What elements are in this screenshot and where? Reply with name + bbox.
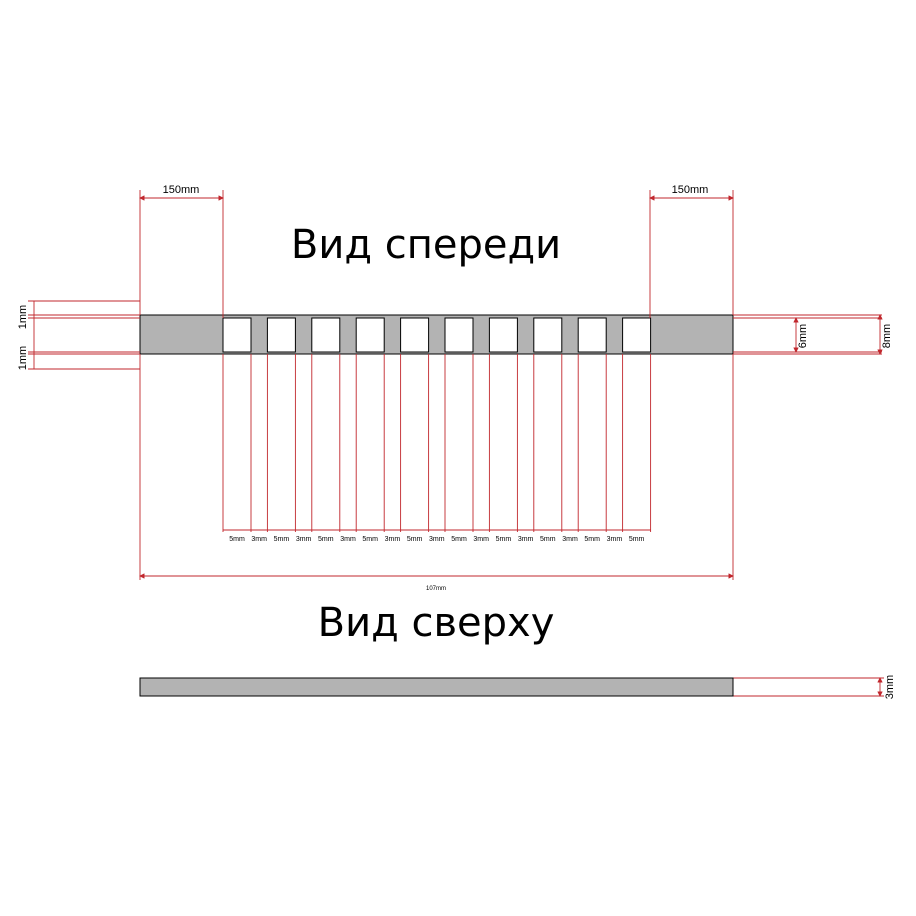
- segment-label: 5mm: [229, 536, 245, 543]
- segment-label: 3mm: [429, 536, 445, 543]
- front-view-part: [139, 314, 734, 355]
- right-margin-label: 150mm: [672, 184, 709, 196]
- hole: [488, 317, 518, 353]
- thickness-label: 3mm: [884, 675, 896, 699]
- hole: [533, 317, 563, 353]
- dimension-lines: [28, 190, 884, 697]
- top-view-bar: [139, 677, 734, 697]
- segment-label: 3mm: [518, 536, 534, 543]
- hole: [444, 317, 474, 353]
- total-width-label: 107mm: [426, 586, 446, 592]
- segment-label: 3mm: [607, 536, 623, 543]
- segment-label: 5mm: [540, 536, 556, 543]
- hole: [222, 317, 252, 353]
- segment-label: 5mm: [584, 536, 600, 543]
- bottom-offset-label: 1mm: [17, 346, 29, 370]
- segment-label: 5mm: [274, 536, 290, 543]
- segment-label: 5mm: [629, 536, 645, 543]
- segment-label: 3mm: [385, 536, 401, 543]
- segment-label: 3mm: [251, 536, 267, 543]
- hole-group: [222, 317, 652, 353]
- inner-height-label: 6mm: [797, 324, 809, 348]
- segment-label: 5mm: [451, 536, 467, 543]
- hole: [400, 317, 430, 353]
- segment-label: 3mm: [340, 536, 356, 543]
- segment-label: 5mm: [407, 536, 423, 543]
- segment-label: 5mm: [496, 536, 512, 543]
- hole: [266, 317, 296, 353]
- segment-label: 3mm: [296, 536, 312, 543]
- segment-labels: 5mm 3mm 5mm 3mm 5mm 3mm 5mm 3mm 5mm 3mm 5mm 3mm 5mm 3…: [229, 536, 644, 543]
- outer-height-label: 8mm: [881, 324, 893, 348]
- hole: [622, 317, 652, 353]
- front-view-title: Вид спереди: [291, 222, 561, 268]
- hole: [577, 317, 607, 353]
- top-view-title: Вид сверху: [318, 600, 555, 646]
- segment-label: 3mm: [473, 536, 489, 543]
- segment-label: 5mm: [362, 536, 378, 543]
- segment-label: 5mm: [318, 536, 334, 543]
- hole: [355, 317, 385, 353]
- segment-label: 3mm: [562, 536, 578, 543]
- left-margin-label: 150mm: [163, 184, 200, 196]
- top-offset-label: 1mm: [17, 305, 29, 329]
- hole: [311, 317, 341, 353]
